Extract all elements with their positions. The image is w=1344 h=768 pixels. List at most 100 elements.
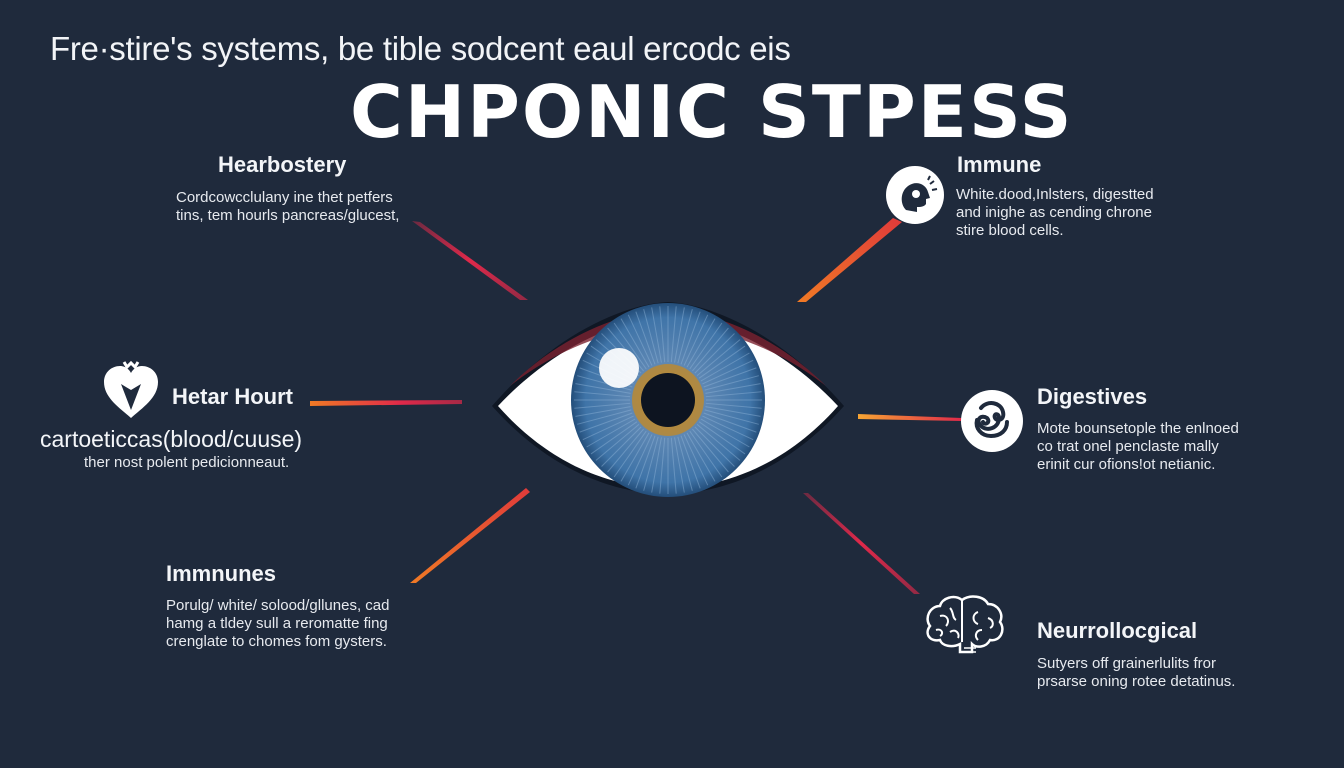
iris-ray [683,314,709,366]
iris-ray [620,318,650,368]
text-line: Sutyers off grainerlulits fror [1037,655,1216,672]
iris-ray [696,339,741,376]
iris-ray [635,435,656,489]
text-line: and inighe as cending chrone [956,204,1152,221]
connector-mid-right [858,414,962,421]
iris-ray [674,437,685,493]
text-line: tins, tem hourls pancreas/glucest, [176,207,400,224]
brain-icon [920,592,1006,658]
section-heading-top-left: Hearbostery [218,152,347,177]
iris-ray [689,322,723,370]
section-subheading-mid-left: cartoeticcas(blood/cuuse) [40,426,303,452]
iris-ray [689,430,723,478]
section-heading-mid-left: Hetar Hourt [172,384,294,409]
iris-ray [670,306,677,363]
text-line: ther nost polent pedicionneaut. [84,454,290,471]
iris-ray [659,306,666,363]
iris-ray [702,359,754,385]
iris-ray [692,327,729,372]
iris-ray [574,402,631,409]
iris-ray [703,412,757,433]
iris-ray [704,375,759,391]
section-text-bottom-left: Porulg/ white/ solood/gllunes, cad hamg … [166,597,389,651]
iris-ray [705,402,762,409]
iris-ray [613,430,647,478]
iris-ray [674,307,685,363]
iris-ray [582,415,634,441]
section-text-top-right: White.dood,Inlsters, digestted and inigh… [956,186,1154,240]
section-heading-top-right: Immune [957,152,1042,177]
iris-ray [590,421,638,455]
stomach-icon [961,390,1023,452]
iris-ray [700,352,750,382]
iris-ray [577,409,632,425]
text-line: crenglate to chomes fom gysters. [166,633,387,650]
section-text-mid-left: ther nost polent pedicionneaut. [84,454,289,472]
iris-ray [620,432,650,482]
iris-ray [651,307,662,363]
iris-ray [694,426,735,467]
iris-ray [698,345,746,379]
iris-ray [705,383,761,394]
iris-ray [627,314,653,366]
immune-head-icon [901,175,938,212]
section-heading-mid-right: Digestives [1037,384,1148,409]
iris-ray [651,437,662,493]
iris-ray [677,436,693,491]
page-subtitle: Fre·stire's systems, be tible sodcent ea… [50,30,791,67]
connector-top-left [412,221,528,300]
connector-bottom-right [803,493,920,594]
iris-ray [680,311,701,365]
iris-ray [574,391,631,398]
iris-ray [698,421,746,455]
iris-ray [692,428,729,473]
immune-icon [886,166,944,224]
text-line: co trat onel penclaste mally [1037,438,1219,455]
iris-ray [643,436,659,491]
text-line: hamg a tldey sull a reromatte fing [166,615,388,632]
iris-ray [680,435,701,489]
heart-icon [102,360,160,420]
connector-mid-left [310,400,462,406]
section-text-mid-right: Mote bounsetople the enlnoed co trat one… [1037,420,1239,474]
iris-ray [601,426,642,467]
iris-ray [694,333,735,374]
iris-ray [683,434,709,486]
iris-ray [686,318,716,368]
iris-ray [613,322,647,370]
text-line: prsarse oning rotee detatinus. [1037,673,1236,690]
iris-ray [686,432,716,482]
iris-ray [705,406,761,417]
text-line: White.dood,Inlsters, digestted [956,186,1154,203]
section-text-top-left: Cordcowcclulany ine thet petfers tins, t… [176,189,399,225]
eye-icon [492,302,844,497]
text-line: erinit cur ofions!ot netianic. [1037,456,1216,473]
iris-ray [575,383,631,394]
iris-ray [696,424,741,461]
iris-ray [703,367,757,388]
iris-ray [579,412,633,433]
section-text-bottom-right: Sutyers off grainerlulits fror prsarse o… [1037,655,1235,691]
iris-ray [677,309,693,364]
iris-ray [700,418,750,448]
iris-ray [705,391,762,398]
page-title: CHPONIC STPESS [350,70,1074,154]
connector-top-right [797,218,902,302]
iris-ray [635,311,656,365]
iris-ray [607,428,644,473]
iris-ray [627,434,653,486]
iris-ray [586,418,636,448]
iris-ray [670,437,677,494]
text-line: stire blood cells. [956,222,1064,239]
section-heading-bottom-left: Immnunes [166,561,277,586]
section-heading-bottom-right: Neurrollocgical [1037,618,1198,643]
iris-ray [577,375,632,391]
text-line: Mote bounsetople the enlnoed [1037,420,1239,437]
iris-ray [702,415,754,441]
iris-ray [595,424,640,461]
iris-ray [575,406,631,417]
text-line: Porulg/ white/ solood/gllunes, cad [166,597,390,614]
iris-ray [659,437,666,494]
connector-bottom-left [410,488,530,583]
